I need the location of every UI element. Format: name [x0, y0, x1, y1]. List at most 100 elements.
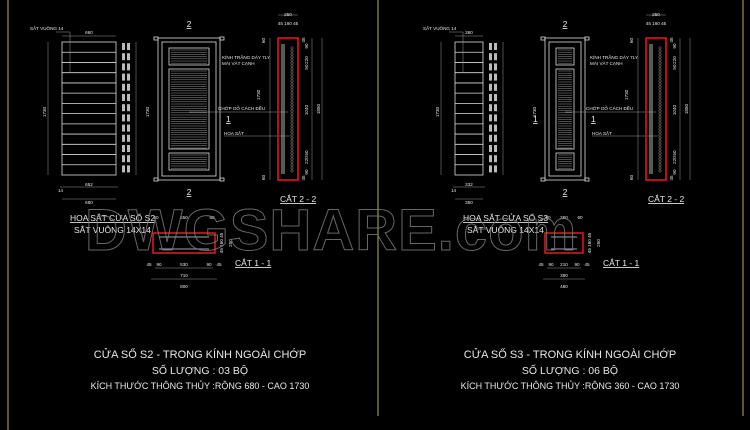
section-1-1-bottom-dimension: 45 [216, 262, 222, 267]
grille-title: HOA SẮT CỬA SỔ S2 [70, 212, 155, 223]
louver-slat-section [658, 121, 662, 125]
louver-slat-section [658, 166, 662, 170]
bar-spacing-dimension [489, 43, 492, 50]
middle-louver-panel [168, 68, 210, 150]
grille-subtitle: SẮT VUÔNG 14X14 [74, 225, 151, 235]
louver-slat-section [290, 130, 294, 134]
bar-spacing-dimension [127, 124, 130, 132]
louver-slat-section [290, 145, 294, 149]
window-outer-frame [544, 37, 586, 181]
louver-slat-section [658, 100, 662, 104]
section-1-1-right-dimension: 45 160 45 [587, 232, 592, 253]
louver-slat-section [290, 127, 294, 131]
window-title: CỬA SỔ S3 - TRONG KÍNH NGOÀI CHỚP [464, 348, 676, 361]
bar-spacing-dimension [489, 53, 492, 61]
section-2-2-right-dimension: 90 [304, 169, 309, 175]
section-2-2-right-dimension: 45 [301, 175, 306, 181]
note-glass-edge: MÀI VÁT CẠNH [590, 60, 623, 66]
section-2-2-right-dimension: 45 [669, 175, 674, 181]
section-2-2-right-dimension: 220 [672, 156, 677, 164]
bar-spacing-dimension [122, 155, 125, 163]
louver-slat-section [658, 133, 662, 137]
bar-spacing-dimension [494, 94, 497, 101]
louver-slat-section [658, 169, 662, 173]
bar-spacing-dimension [489, 63, 492, 71]
bar-spacing-dimension [122, 145, 125, 152]
section-2-2-frame [277, 37, 299, 181]
bar-spacing-dimension [494, 145, 497, 152]
section-1-1-bottom-dimension: 90 [206, 262, 212, 267]
grille-title: HOA SẮT CỬA SỔ S3 [463, 212, 548, 223]
louver-slat-section [658, 154, 662, 158]
grille-inner-width-dimension: 332 [465, 182, 473, 187]
bar-spacing-dimension [122, 94, 125, 101]
louver-slat-section [290, 70, 294, 74]
louver-slat-section [290, 46, 294, 50]
frame-anchor [153, 36, 159, 41]
louver-slat-section [290, 58, 294, 62]
note-glass-edge: MÀI VÁT CẠNH [222, 60, 255, 66]
top-louver-panel [168, 47, 210, 66]
louver-slat-section [290, 49, 294, 53]
louver-slat-section [290, 55, 294, 59]
section-mark-2-bottom: 2 [187, 187, 192, 197]
section-1-1-total-dimension: 800 [180, 284, 188, 289]
bar-spacing-dimension [122, 124, 125, 132]
section-1-1-right-total-dimension: 250 [228, 239, 233, 247]
section-1-1-bottom-dimension: 45 [146, 262, 152, 267]
louver-slat-section [290, 67, 294, 71]
section-2-2-total-height-dimension: 1850 [316, 103, 321, 114]
louver-slat-section [290, 169, 294, 173]
watermark: DWGSHARE.com [85, 198, 577, 263]
bottom-louver-panel [555, 152, 575, 171]
section-2-2-right-dimension: 50 [304, 150, 309, 156]
window-clear-size: KÍCH THƯỚC THÔNG THỦY :RỘNG 680 - CAO 17… [91, 380, 310, 391]
louver-slat-section [290, 61, 294, 65]
section-mark-1-left: 1 [533, 114, 538, 124]
grille-side-dimension: 14 [451, 188, 457, 193]
window-title: CỬA SỔ S2 - TRONG KÍNH NGOÀI CHỚP [94, 348, 306, 361]
section-2-2-left-top-dimension: 60 [629, 37, 634, 43]
louver-slat-section [290, 94, 294, 98]
louver-slat-section [658, 103, 662, 107]
bar-spacing-dimension [489, 134, 492, 142]
section-1-1-right-total-dimension: 250 [596, 239, 601, 247]
section-2-2-left-height-dimension: 1730 [256, 89, 261, 100]
elevation-height-dimension: 1730 [532, 106, 537, 117]
louver-slat-section [658, 118, 662, 122]
louver-slat-section [290, 133, 294, 137]
bar-spacing-dimension [494, 83, 497, 91]
louver-slat-section [290, 79, 294, 83]
section-1-1-mid-dimension: 710 [180, 273, 188, 278]
section-mark-2-top: 2 [187, 19, 192, 29]
bar-spacing-dimension [122, 134, 125, 142]
louver-slat-section [290, 52, 294, 56]
section-1-1-top-dimension: 60 [209, 215, 215, 220]
grille-height-dimension: 1730 [42, 106, 47, 117]
louver-slat-section [290, 148, 294, 152]
louver-slat-section [658, 145, 662, 149]
section-1-1-total-dimension: 480 [560, 284, 568, 289]
section-2-2-right-dimension: 45 [669, 37, 674, 43]
louver-slat-section [658, 136, 662, 140]
section-2-2-width-dimension: 250 [284, 12, 292, 17]
section-2-2-right-dimension: 220 [672, 56, 677, 64]
section-1-1-top-dimension: 360 [560, 215, 568, 220]
bar-spacing-dimension [489, 155, 492, 163]
bar-spacing-dimension [127, 94, 130, 101]
louver-slat-section [290, 151, 294, 155]
section-2-2-left-bottom-dimension: 60 [261, 174, 266, 180]
louver-slat-section [658, 124, 662, 128]
bar-spacing-dimension [122, 104, 125, 112]
louver-slat-section [658, 61, 662, 65]
bar-spacing-dimension [489, 124, 492, 132]
section-mark-2-top: 2 [563, 19, 568, 29]
louver-slat-section [290, 154, 294, 158]
louver-slat-section [658, 130, 662, 134]
section-2-2-right-dimension: 1040 [672, 104, 677, 115]
grille-inner-width-dimension: 652 [85, 182, 93, 187]
louver-slat-section [658, 49, 662, 53]
louver-slat-section [290, 115, 294, 119]
iron-label: SẮT VUÔNG 14 [423, 24, 457, 31]
